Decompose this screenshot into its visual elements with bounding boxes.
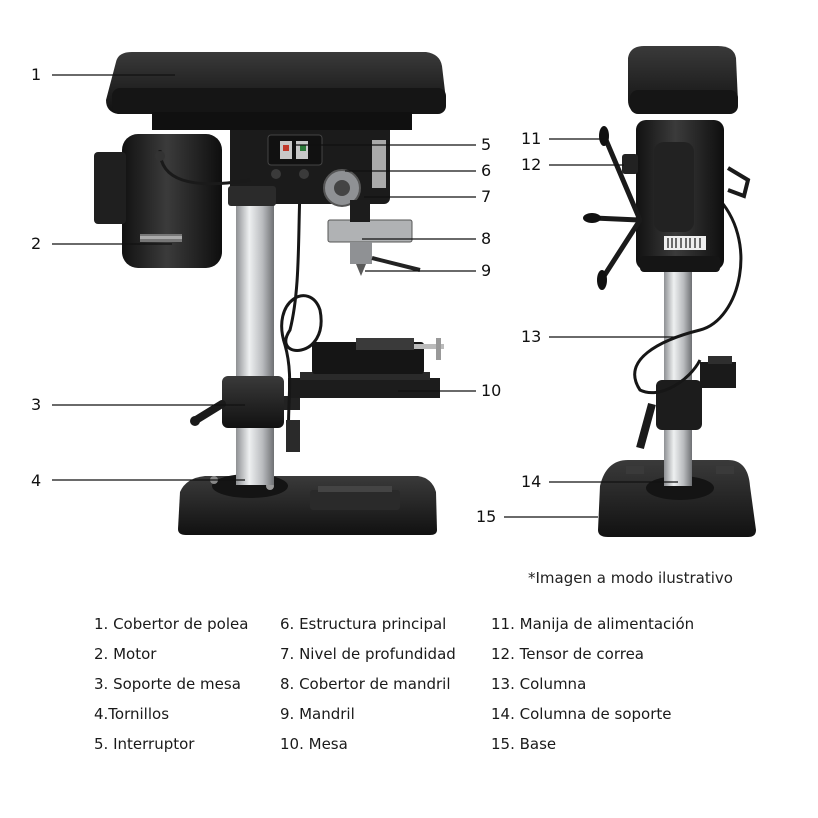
side-belt-tensioner — [622, 154, 638, 174]
callout-7: 7 — [481, 187, 492, 206]
legend-item-1: 1. Cobertor de polea — [94, 615, 249, 633]
callout-1: 1 — [31, 65, 42, 84]
callout-5: 5 — [481, 135, 492, 154]
front-power-cord — [280, 189, 323, 451]
legend-item-5: 5. Interruptor — [94, 735, 195, 753]
front-table — [288, 378, 440, 398]
front-column — [236, 200, 274, 485]
front-chuck — [350, 242, 372, 264]
callout-14: 14 — [521, 472, 542, 491]
callout-11: 11 — [521, 129, 542, 148]
side-feed-handle — [591, 137, 643, 279]
leader-lines — [52, 74, 678, 518]
legend-item-11: 11. Manija de alimentación — [491, 615, 695, 633]
side-power-cord — [633, 194, 743, 395]
callout-6: 6 — [481, 161, 492, 180]
front-switch — [267, 134, 323, 166]
legend-item-8: 8. Cobertor de mandril — [280, 675, 451, 693]
illustrative-note: *Imagen a modo ilustrativo — [528, 569, 733, 587]
callout-2: 2 — [31, 234, 42, 253]
legend-item-15: 15. Base — [491, 735, 557, 753]
callout-12: 12 — [521, 155, 542, 174]
callout-13: 13 — [521, 327, 542, 346]
legend-item-12: 12. Tensor de correa — [491, 645, 645, 663]
legend-item-3: 3. Soporte de mesa — [94, 675, 241, 693]
legend-item-9: 9. Mandril — [280, 705, 355, 723]
front-motor — [122, 134, 222, 268]
front-table-support — [222, 376, 284, 428]
side-table-support — [656, 380, 702, 430]
legend-item-4: 4.Tornillos — [94, 705, 170, 723]
side-view — [583, 46, 756, 537]
legend-column-3: 11. Manija de alimentación 12. Tensor de… — [491, 609, 694, 759]
front-view — [94, 52, 446, 535]
callout-3: 3 — [31, 395, 42, 414]
legend-item-13: 13. Columna — [491, 675, 587, 693]
legend-column-2: 6. Estructura principal 7. Nivel de prof… — [280, 609, 456, 759]
legend-item-6: 6. Estructura principal — [280, 615, 447, 633]
callout-8: 8 — [481, 229, 492, 248]
callout-4: 4 — [31, 471, 42, 490]
legend-item-7: 7. Nivel de profundidad — [280, 645, 456, 663]
callout-10: 10 — [481, 381, 502, 400]
callout-9: 9 — [481, 261, 492, 280]
callout-15: 15 — [476, 507, 497, 526]
legend-item-10: 10. Mesa — [280, 735, 348, 753]
legend-item-14: 14. Columna de soporte — [491, 705, 672, 723]
legend-column-1: 1. Cobertor de polea 2. Motor 3. Soporte… — [94, 609, 248, 759]
legend-item-2: 2. Motor — [94, 645, 157, 663]
